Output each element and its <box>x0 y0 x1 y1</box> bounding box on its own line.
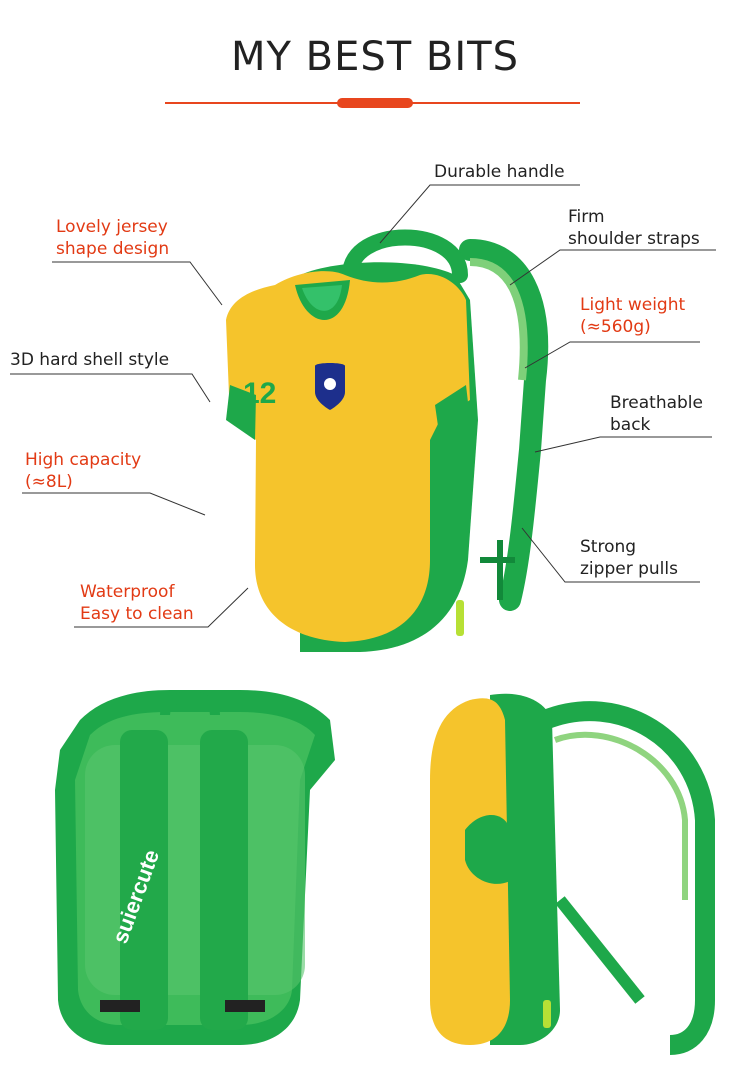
callout-lines <box>10 184 716 628</box>
callout-strong-zipper-line1: Strong <box>580 537 637 557</box>
callout-light-weight-line1: Light weight <box>580 295 686 315</box>
front-backpack-image: 12 <box>226 229 549 652</box>
title-divider-accent <box>337 98 413 108</box>
callout-capacity-line1: High capacity <box>25 450 142 470</box>
callout-capacity-line2: (≈8L) <box>25 472 73 492</box>
callout-strong-zipper-line2: zipper pulls <box>580 559 678 579</box>
callout-firm-straps-line2: shoulder straps <box>568 229 700 249</box>
callout-firm-straps-line1: Firm <box>568 207 605 227</box>
jersey-number: 12 <box>243 377 276 410</box>
callout-jersey-line2: shape design <box>56 239 170 259</box>
callout-breathable-line1: Breathable <box>610 393 703 413</box>
callout-waterproof-line2: Easy to clean <box>80 604 194 624</box>
back-view-backpack-image: suiercute <box>55 690 335 1045</box>
callout-jersey-line1: Lovely jersey <box>56 217 168 237</box>
side-view-backpack-image <box>430 693 715 1055</box>
callout-breathable-line2: back <box>610 415 651 435</box>
callout-hard-shell: 3D hard shell style <box>10 350 170 370</box>
callout-durable-handle: Durable handle <box>434 162 565 182</box>
callout-light-weight-line2: (≈560g) <box>580 317 651 337</box>
page-title: MY BEST BITS <box>231 34 519 80</box>
callout-waterproof-line1: Waterproof <box>80 582 175 602</box>
